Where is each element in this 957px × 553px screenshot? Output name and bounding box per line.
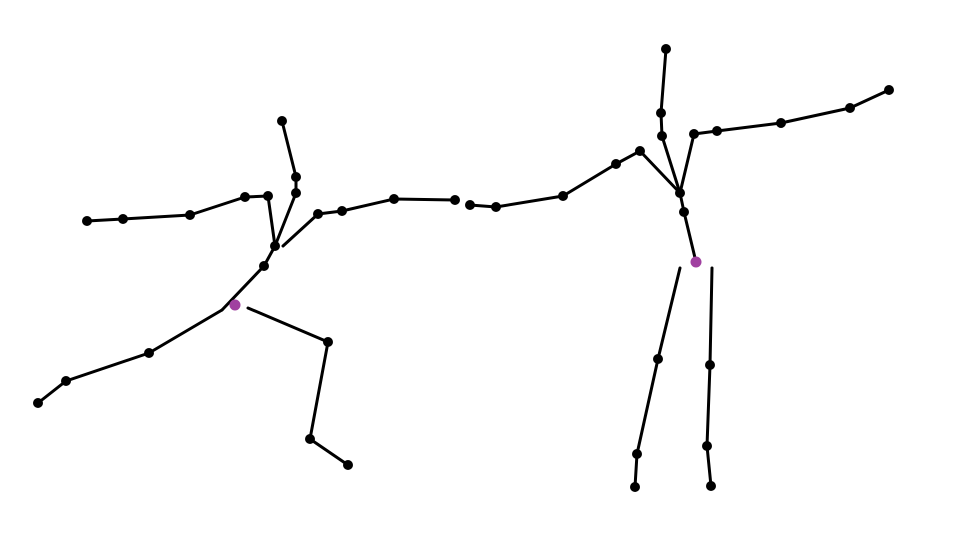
joint-dot (884, 85, 894, 95)
right-figure-arm-bone (678, 88, 891, 195)
joint-dot (270, 241, 280, 251)
joint-dot (291, 188, 301, 198)
joint-dot (259, 261, 269, 271)
joint-dot (845, 103, 855, 113)
left-figure-front-leg-bone (36, 308, 224, 405)
joint-dot (465, 200, 475, 210)
joint-dot (689, 129, 699, 139)
joint-dot (343, 460, 353, 470)
joint-dot (240, 192, 250, 202)
joint-dot (656, 108, 666, 118)
joint-dot (263, 191, 273, 201)
joint-dot (675, 188, 685, 198)
joint-dot (558, 191, 568, 201)
joint-dot (291, 172, 301, 182)
joint-dot (450, 195, 460, 205)
joint-dot (705, 360, 715, 370)
left-figure-head-bone (273, 119, 298, 248)
right-figure-spine-bone (468, 149, 682, 209)
joint-dot (702, 441, 712, 451)
left-figure-neck-bone (220, 244, 277, 312)
left-figure-body-bone (281, 197, 457, 248)
joint-dot (661, 44, 671, 54)
joint-dot (776, 118, 786, 128)
left-figure-back-leg-bone (246, 306, 350, 467)
joint-dot (712, 126, 722, 136)
joint-dot (491, 202, 501, 212)
joint-dot (337, 206, 347, 216)
joint-dot (313, 209, 323, 219)
right-figure-left-leg-bone (633, 266, 682, 489)
joint-dot (33, 398, 43, 408)
joint-dot (389, 194, 399, 204)
left-figure-root-joint (229, 299, 241, 311)
joint-dot (277, 116, 287, 126)
joint-dot (630, 482, 640, 492)
joint-dot (611, 159, 621, 169)
right-figure-root-joint (690, 256, 702, 268)
joint-dot (185, 210, 195, 220)
joint-dot (323, 337, 333, 347)
right-figure-torso-bone (678, 191, 698, 264)
joint-dot (635, 146, 645, 156)
joint-dot (706, 481, 716, 491)
left-figure-left-arm-bone (85, 194, 277, 248)
joint-dot (657, 131, 667, 141)
joint-dot (632, 449, 642, 459)
joint-dot (61, 376, 71, 386)
joint-dot (82, 216, 92, 226)
right-figure-right-leg-bone (705, 266, 714, 488)
right-figure-head-bone (659, 47, 682, 195)
joint-dot (653, 354, 663, 364)
joint-dot (144, 348, 154, 358)
joint-dot (118, 214, 128, 224)
joint-dot (305, 434, 315, 444)
joint-dot (679, 207, 689, 217)
